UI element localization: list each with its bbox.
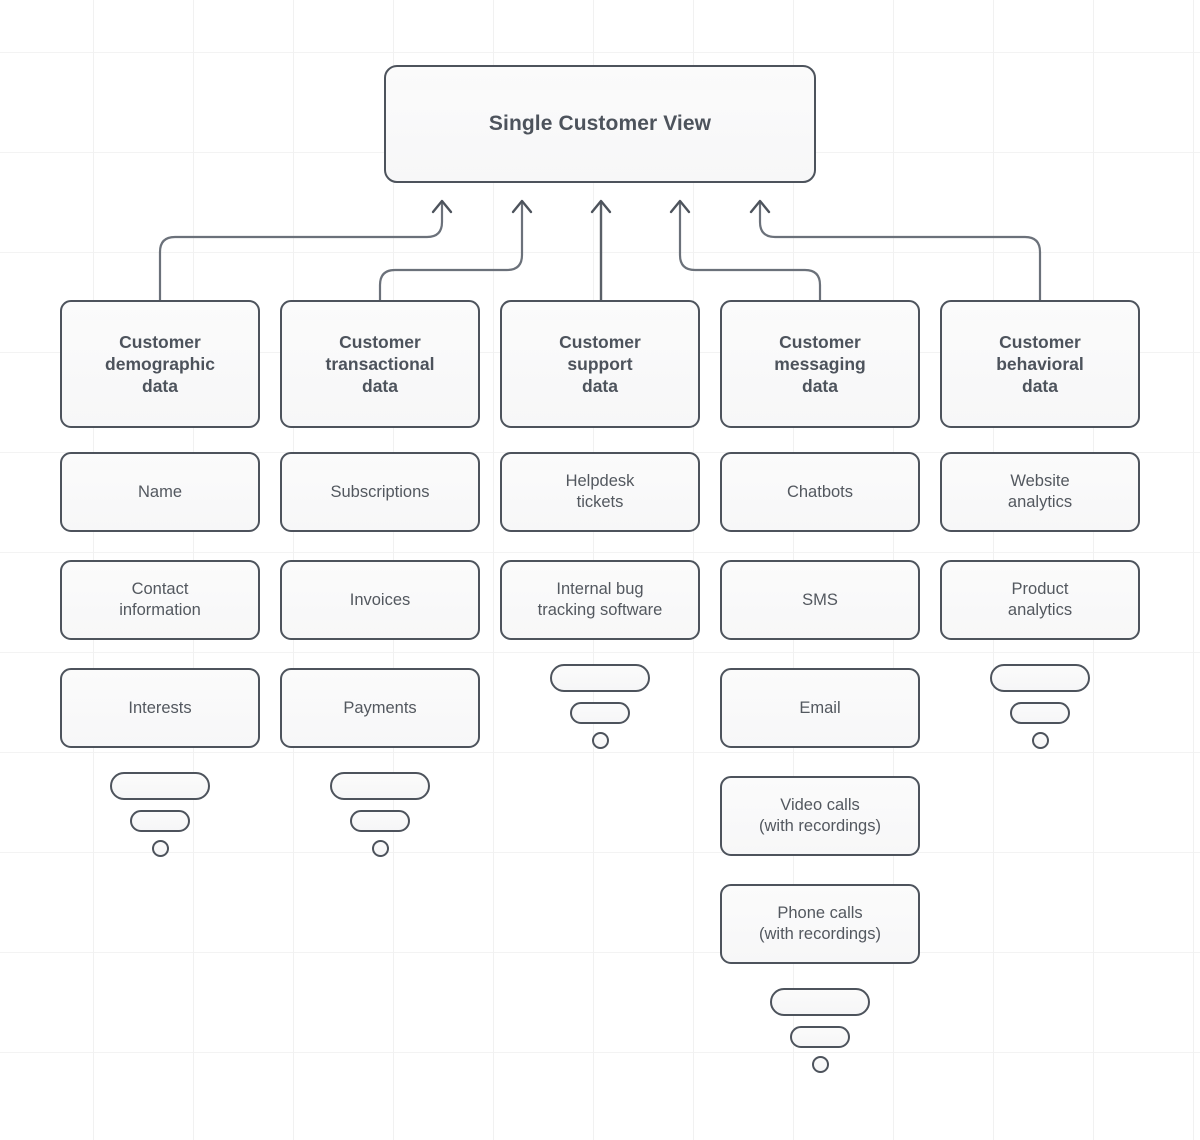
connector-behavioral	[758, 200, 1042, 304]
node-leaf-product-analytics[interactable]: Product analytics	[940, 560, 1140, 640]
ellipsis-dot	[812, 1056, 829, 1073]
node-leaf-helpdesk-tickets[interactable]: Helpdesk tickets	[500, 452, 700, 532]
arrowhead-messaging	[669, 199, 691, 214]
node-leaf-invoices-label: Invoices	[349, 590, 411, 609]
node-leaf-subscriptions-label: Subscriptions	[330, 482, 430, 501]
node-category-support-label: Customer support data	[559, 331, 641, 397]
node-category-transactional[interactable]: Customer transactional data	[280, 300, 480, 428]
node-leaf-chatbots[interactable]: Chatbots	[720, 452, 920, 532]
node-leaf-payments[interactable]: Payments	[280, 668, 480, 748]
node-leaf-phone-calls-label: Phone calls (with recordings)	[759, 904, 881, 943]
node-category-support[interactable]: Customer support data	[500, 300, 700, 428]
node-leaf-helpdesk-tickets-label: Helpdesk tickets	[565, 472, 635, 511]
node-category-behavioral-label: Customer behavioral data	[996, 331, 1084, 397]
node-leaf-contact-information[interactable]: Contact information	[60, 560, 260, 640]
ellipsis-support	[550, 664, 650, 750]
node-leaf-product-analytics-label: Product analytics	[1007, 580, 1073, 619]
ellipsis-pill-small	[790, 1026, 850, 1048]
node-leaf-subscriptions[interactable]: Subscriptions	[280, 452, 480, 532]
node-leaf-sms-label: SMS	[802, 590, 838, 609]
ellipsis-pill-small	[350, 810, 410, 832]
node-leaf-interests[interactable]: Interests	[60, 668, 260, 748]
connector-messaging	[678, 200, 822, 304]
node-leaf-website-analytics-label: Website analytics	[1007, 472, 1073, 511]
node-leaf-contact-information-label: Contact information	[119, 580, 201, 619]
arrowhead-transactional	[511, 199, 533, 214]
ellipsis-dot	[1032, 732, 1049, 749]
node-category-demographic[interactable]: Customer demographic data	[60, 300, 260, 428]
node-category-behavioral[interactable]: Customer behavioral data	[940, 300, 1140, 428]
ellipsis-pill-large	[990, 664, 1090, 692]
node-leaf-name[interactable]: Name	[60, 452, 260, 532]
ellipsis-pill-small	[570, 702, 630, 724]
node-leaf-name-label: Name	[137, 482, 182, 501]
ellipsis-dot	[372, 840, 389, 857]
node-leaf-website-analytics[interactable]: Website analytics	[940, 452, 1140, 532]
ellipsis-pill-small	[1010, 702, 1070, 724]
ellipsis-dot	[152, 840, 169, 857]
node-leaf-video-calls[interactable]: Video calls (with recordings)	[720, 776, 920, 856]
node-category-transactional-label: Customer transactional data	[325, 331, 435, 397]
ellipsis-pill-large	[770, 988, 870, 1016]
node-root-label: Single Customer View	[488, 111, 712, 135]
node-leaf-internal-bug-tracking-software[interactable]: Internal bug tracking software	[500, 560, 700, 640]
ellipsis-dot	[592, 732, 609, 749]
arrowhead-support	[590, 199, 612, 214]
node-leaf-video-calls-label: Video calls (with recordings)	[759, 796, 881, 835]
ellipsis-demographic	[110, 772, 210, 858]
node-leaf-internal-bug-tracking-software-label: Internal bug tracking software	[537, 580, 663, 619]
node-category-demographic-label: Customer demographic data	[105, 331, 215, 397]
node-root[interactable]: Single Customer View	[384, 65, 816, 183]
ellipsis-pill-small	[130, 810, 190, 832]
node-leaf-email[interactable]: Email	[720, 668, 920, 748]
connector-demographic	[158, 200, 444, 304]
ellipsis-behavioral	[990, 664, 1090, 750]
node-category-messaging[interactable]: Customer messaging data	[720, 300, 920, 428]
node-category-messaging-label: Customer messaging data	[774, 331, 866, 397]
node-leaf-sms[interactable]: SMS	[720, 560, 920, 640]
ellipsis-pill-large	[330, 772, 430, 800]
ellipsis-pill-large	[550, 664, 650, 692]
arrowhead-behavioral	[749, 199, 771, 214]
node-leaf-phone-calls[interactable]: Phone calls (with recordings)	[720, 884, 920, 964]
ellipsis-pill-large	[110, 772, 210, 800]
ellipsis-messaging	[770, 988, 870, 1074]
node-leaf-interests-label: Interests	[128, 698, 192, 717]
ellipsis-transactional	[330, 772, 430, 858]
node-leaf-payments-label: Payments	[343, 698, 417, 717]
arrowhead-demographic	[431, 199, 453, 214]
node-leaf-chatbots-label: Chatbots	[786, 482, 854, 501]
node-leaf-invoices[interactable]: Invoices	[280, 560, 480, 640]
connector-transactional	[378, 200, 524, 304]
node-leaf-email-label: Email	[799, 698, 841, 717]
